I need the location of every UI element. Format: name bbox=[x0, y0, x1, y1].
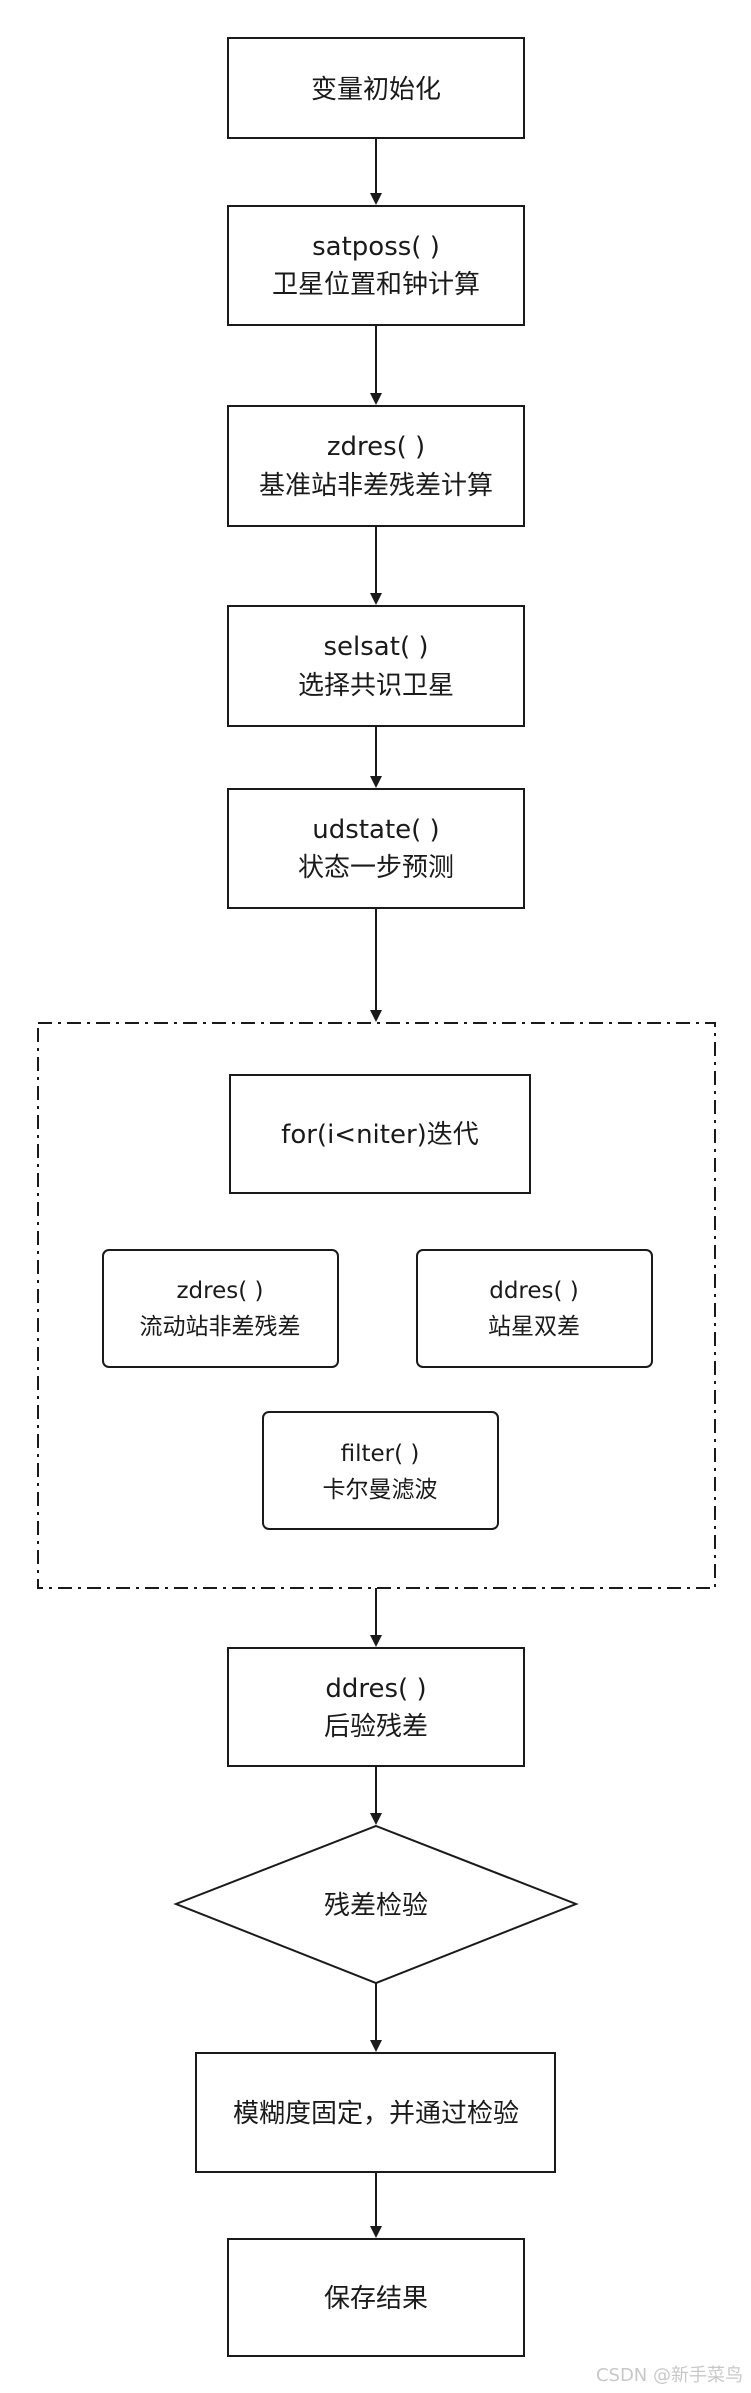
node-init: 变量初始化 bbox=[227, 37, 525, 139]
node-ambiguity: 模糊度固定，并通过检验 bbox=[195, 2052, 556, 2173]
node-udstate-title: udstate( ) bbox=[312, 815, 439, 845]
node-for-loop-label: for(i<niter)迭代 bbox=[281, 1120, 479, 1150]
node-ambiguity-label: 模糊度固定，并通过检验 bbox=[233, 2099, 519, 2129]
node-zdres-rover-desc: 流动站非差残差 bbox=[140, 1314, 301, 1340]
node-udstate-desc: 状态一步预测 bbox=[298, 853, 454, 883]
node-udstate: udstate( ) 状态一步预测 bbox=[227, 788, 525, 909]
node-zdres-rover-title: zdres( ) bbox=[176, 1278, 263, 1304]
node-ddres-double: ddres( ) 站星双差 bbox=[416, 1249, 653, 1368]
node-ddres-double-desc: 站星双差 bbox=[488, 1314, 580, 1340]
node-zdres-rover: zdres( ) 流动站非差残差 bbox=[102, 1249, 339, 1368]
node-selsat-desc: 选择共识卫星 bbox=[298, 671, 454, 701]
node-init-label: 变量初始化 bbox=[311, 75, 441, 105]
node-filter-desc: 卡尔曼滤波 bbox=[323, 1477, 438, 1503]
node-zdres-base: zdres( ) 基准站非差残差计算 bbox=[227, 405, 525, 527]
node-save-label: 保存结果 bbox=[324, 2284, 428, 2314]
node-zdres-base-desc: 基准站非差残差计算 bbox=[259, 471, 493, 501]
node-filter: filter( ) 卡尔曼滤波 bbox=[262, 1411, 499, 1530]
decision-residual-check: 残差检验 bbox=[173, 1824, 579, 1985]
node-ddres-post: ddres( ) 后验残差 bbox=[227, 1647, 525, 1767]
node-for-loop: for(i<niter)迭代 bbox=[229, 1074, 531, 1194]
node-ddres-post-title: ddres( ) bbox=[325, 1674, 426, 1704]
node-satposs: satposs( ) 卫星位置和钟计算 bbox=[227, 205, 525, 326]
decision-residual-check-label: 残差检验 bbox=[324, 1891, 428, 1921]
iteration-group-frame bbox=[37, 1022, 716, 1589]
node-zdres-base-title: zdres( ) bbox=[327, 432, 425, 462]
node-satposs-title: satposs( ) bbox=[312, 232, 440, 262]
watermark: CSDN @新手菜鸟 bbox=[595, 2365, 743, 2386]
node-filter-title: filter( ) bbox=[341, 1441, 420, 1467]
node-selsat-title: selsat( ) bbox=[324, 632, 429, 662]
node-save: 保存结果 bbox=[227, 2238, 525, 2357]
node-satposs-desc: 卫星位置和钟计算 bbox=[272, 270, 480, 300]
node-ddres-double-title: ddres( ) bbox=[489, 1278, 579, 1304]
node-selsat: selsat( ) 选择共识卫星 bbox=[227, 605, 525, 727]
node-ddres-post-desc: 后验残差 bbox=[324, 1712, 428, 1742]
